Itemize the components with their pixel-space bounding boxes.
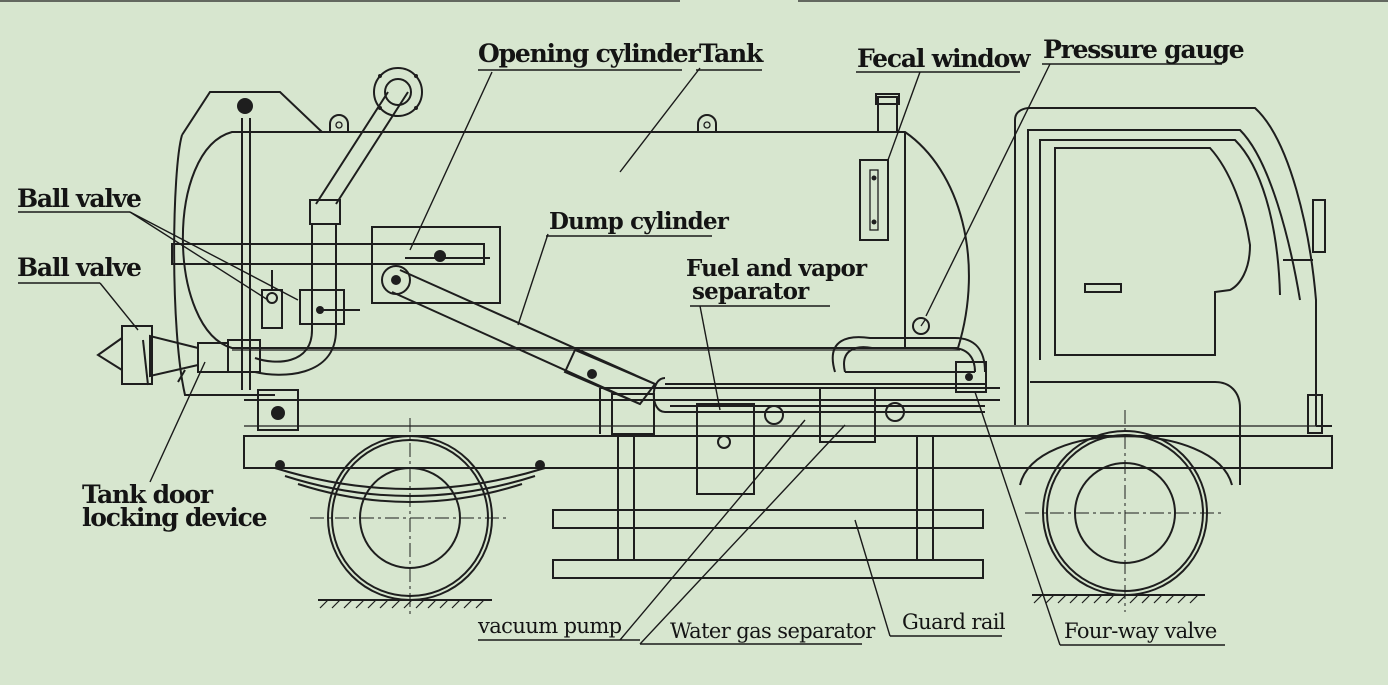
leader-lines: [18, 63, 1225, 646]
vacuum-pump-icon: [652, 377, 985, 495]
ball-valve-lower-icon: [96, 325, 261, 386]
label-ball-valve-upper: Ball valve: [17, 184, 142, 213]
guard-rail-icon: [552, 436, 984, 579]
label-water-gas-separator: Water gas separator: [670, 619, 875, 643]
label-pressure-gauge: Pressure gauge: [1043, 35, 1245, 64]
ball-valve-upper-icon: [261, 270, 360, 329]
label-fuel-vapor-separator-line2: separator: [692, 278, 809, 305]
label-tank-door-locking-line1: Tank door: [82, 480, 213, 509]
opening-cylinder-icon: [171, 226, 501, 304]
suction-pipe: [254, 67, 423, 376]
label-four-way-valve: Four-way valve: [1064, 619, 1217, 643]
four-way-valve-icon: [955, 361, 987, 393]
label-ball-valve-lower: Ball valve: [17, 253, 142, 282]
rear-wheel: [310, 418, 510, 618]
ground-hatching: [318, 594, 1205, 609]
label-vacuum-pump: vacuum pump: [478, 614, 622, 638]
label-tank-door-locking-line2: locking device: [82, 503, 268, 532]
front-wheel: [1019, 410, 1233, 612]
label-fecal-window: Fecal window: [857, 44, 1031, 73]
label-dump-cylinder: Dump cylinder: [549, 208, 729, 235]
label-opening-cylinder: Opening cylinder: [478, 39, 701, 68]
dump-cylinder-icon: [381, 265, 657, 435]
fuel-vapor-separator-icon: [831, 336, 986, 373]
label-tank: Tank: [699, 39, 763, 68]
tank-body: [173, 91, 970, 431]
label-fuel-vapor-separator-line1: Fuel and vapor: [686, 255, 867, 282]
chassis-frame: [243, 387, 1333, 469]
pressure-gauge-icon: [912, 317, 930, 335]
truck-cab: [1014, 107, 1332, 485]
fecal-window-icon: [859, 159, 889, 241]
label-guard-rail: Guard rail: [902, 610, 1006, 634]
